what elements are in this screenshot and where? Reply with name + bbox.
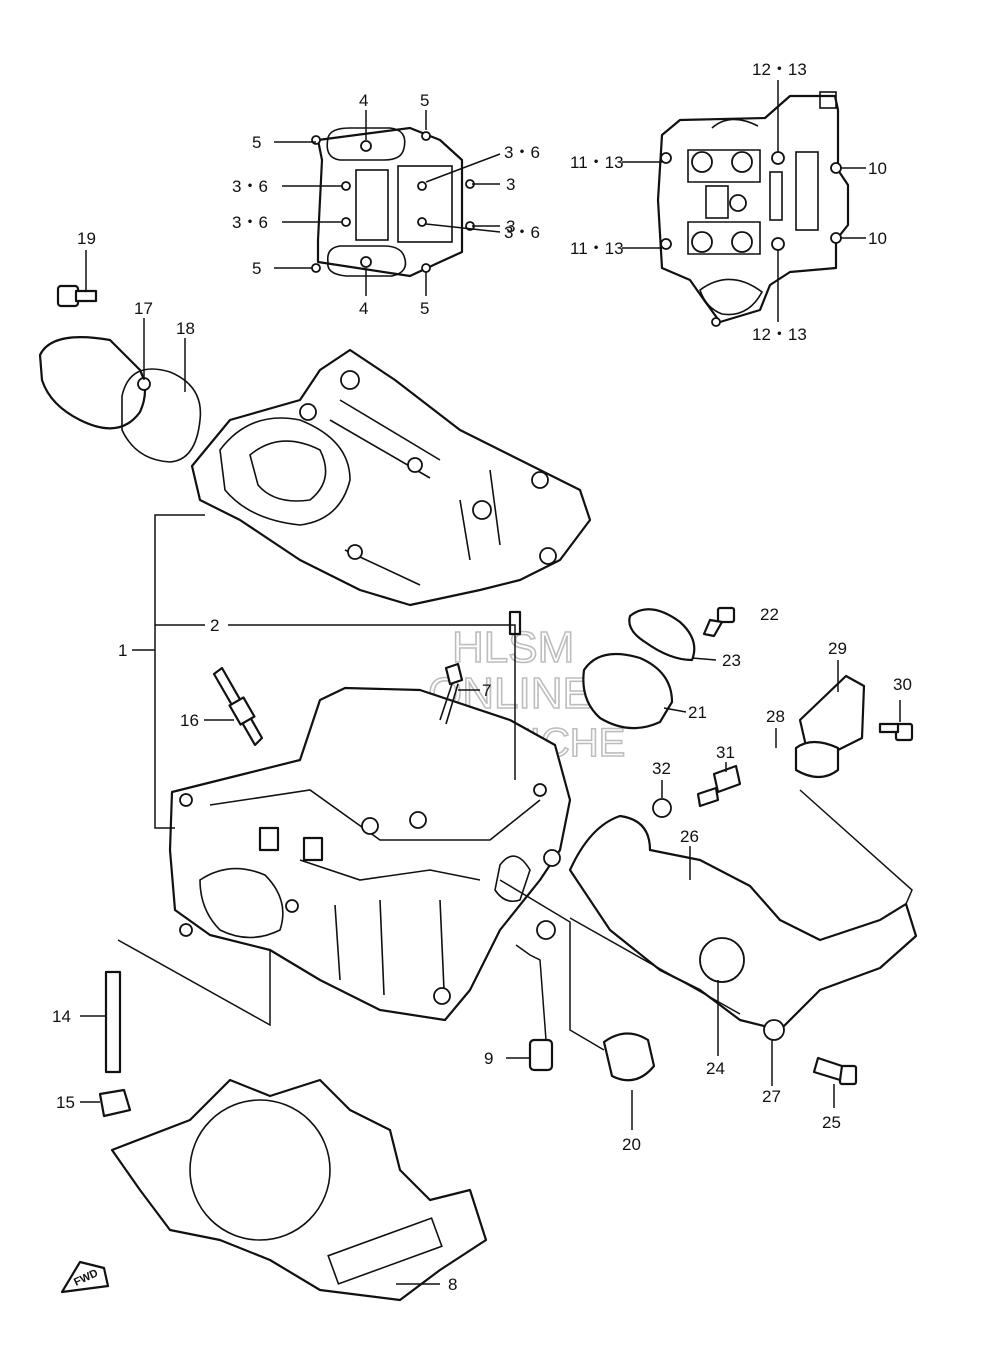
callout-26: 26 [680, 827, 699, 846]
callout-7: 7 [482, 681, 491, 700]
callout-3-right-b: 3 [506, 217, 515, 236]
callout-27: 27 [762, 1087, 781, 1106]
callout-17: 17 [134, 299, 153, 318]
callout-5-bottom: 5 [420, 299, 429, 318]
callout-28: 28 [766, 707, 785, 726]
callout-15: 15 [56, 1093, 75, 1112]
cylinder-head-top-view [656, 91, 850, 327]
callout-labels: 1 2 4 5 5 3・6 3・6 5 4 5 3・6 3 3 3・6 12・1… [52, 60, 912, 1294]
callout-3-6-right-b: 3・6 [504, 223, 540, 242]
callout-29: 29 [828, 639, 847, 658]
callout-5-left-bottom: 5 [252, 259, 261, 278]
callout-23: 23 [722, 651, 741, 670]
callout-4-top: 4 [359, 91, 368, 110]
callout-20: 20 [622, 1135, 641, 1154]
cylinder-head [168, 610, 572, 1022]
callout-19: 19 [77, 229, 96, 248]
callout-4-bottom: 4 [359, 299, 368, 318]
callout-8: 8 [448, 1275, 457, 1294]
callout-3-6-right-a: 3・6 [504, 143, 540, 162]
callout-5-left-top: 5 [252, 133, 261, 152]
callout-25: 25 [822, 1113, 841, 1132]
callout-3-right-a: 3 [506, 175, 515, 194]
cylinder-head-cover [190, 348, 592, 607]
callout-12-13-bottom: 12・13 [752, 325, 807, 344]
callout-16: 16 [180, 711, 199, 730]
callout-11-13-top: 11・13 [570, 153, 624, 172]
callout-21: 21 [688, 703, 707, 722]
callout-32: 32 [652, 759, 671, 778]
callout-18: 18 [176, 319, 195, 338]
callout-24: 24 [706, 1059, 725, 1078]
leader-lines [80, 80, 913, 1285]
callout-30: 30 [893, 675, 912, 694]
head-cover-top-view [311, 126, 475, 278]
callout-2: 2 [210, 616, 219, 635]
callout-10-bottom: 10 [868, 229, 887, 248]
callout-14: 14 [52, 1007, 71, 1026]
callout-5-top: 5 [420, 91, 429, 110]
callout-22: 22 [760, 605, 779, 624]
callout-31: 31 [716, 743, 735, 762]
callout-3-6-left-b: 3・6 [232, 213, 268, 232]
callout-9: 9 [484, 1049, 493, 1068]
callout-10-top: 10 [868, 159, 887, 178]
callout-11-13-bottom: 11・13 [570, 239, 624, 258]
callout-1: 1 [118, 641, 127, 660]
cover-cap-assembly [38, 284, 202, 463]
small-parts: FWD [60, 606, 918, 1302]
callout-3-6-left-a: 3・6 [232, 177, 268, 196]
callout-12-13-top: 12・13 [752, 60, 807, 79]
